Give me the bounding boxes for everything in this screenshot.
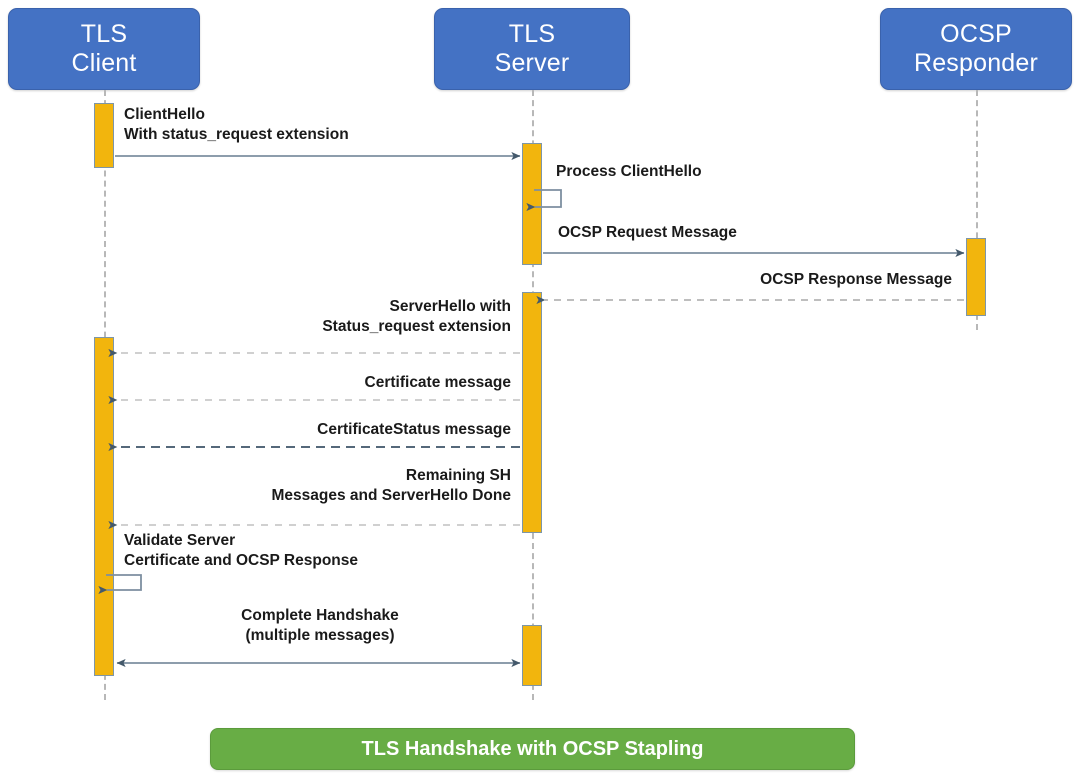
- activation-server-1: [522, 143, 542, 265]
- activation-server-3: [522, 625, 542, 686]
- participant-ocsp-line1: OCSP: [940, 19, 1012, 48]
- diagram-caption-banner: TLS Handshake with OCSP Stapling: [210, 728, 855, 770]
- activation-server-2: [522, 292, 542, 533]
- activation-ocsp-1: [966, 238, 986, 316]
- participant-ocsp-responder[interactable]: OCSP Responder: [880, 8, 1072, 90]
- message-label-validate-server-certificate: Validate Server Certificate and OCSP Res…: [124, 532, 359, 570]
- message-label-clienthello: ClientHello With status_request extensio…: [124, 106, 349, 144]
- message-label-ocsp-response: OCSP Response Message: [760, 271, 952, 288]
- participant-server[interactable]: TLS Server: [434, 8, 630, 90]
- message-label-certificatestatus-message: CertificateStatus message: [317, 421, 511, 438]
- participant-client[interactable]: TLS Client: [8, 8, 200, 90]
- participant-ocsp-line2: Responder: [913, 49, 1039, 77]
- activation-client-1: [94, 103, 114, 168]
- participant-server-line1: TLS: [508, 19, 556, 48]
- message-label-process-clienthello: Process ClientHello: [556, 163, 702, 180]
- message-label-remaining-sh-messages: Remaining SH Messages and ServerHello Do…: [271, 467, 512, 505]
- participant-client-line2: Client: [71, 49, 137, 77]
- message-label-serverhello: ServerHello with Status_request extensio…: [322, 298, 511, 336]
- message-label-ocsp-request: OCSP Request Message: [558, 224, 737, 241]
- activation-client-2: [94, 337, 114, 676]
- lifeline-ocsp-responder: [976, 90, 978, 330]
- participant-client-line1: TLS: [80, 19, 128, 48]
- message-label-complete-handshake: Complete Handshake (multiple messages): [241, 607, 399, 645]
- participant-server-line2: Server: [494, 49, 570, 77]
- message-label-certificate-message: Certificate message: [364, 374, 511, 391]
